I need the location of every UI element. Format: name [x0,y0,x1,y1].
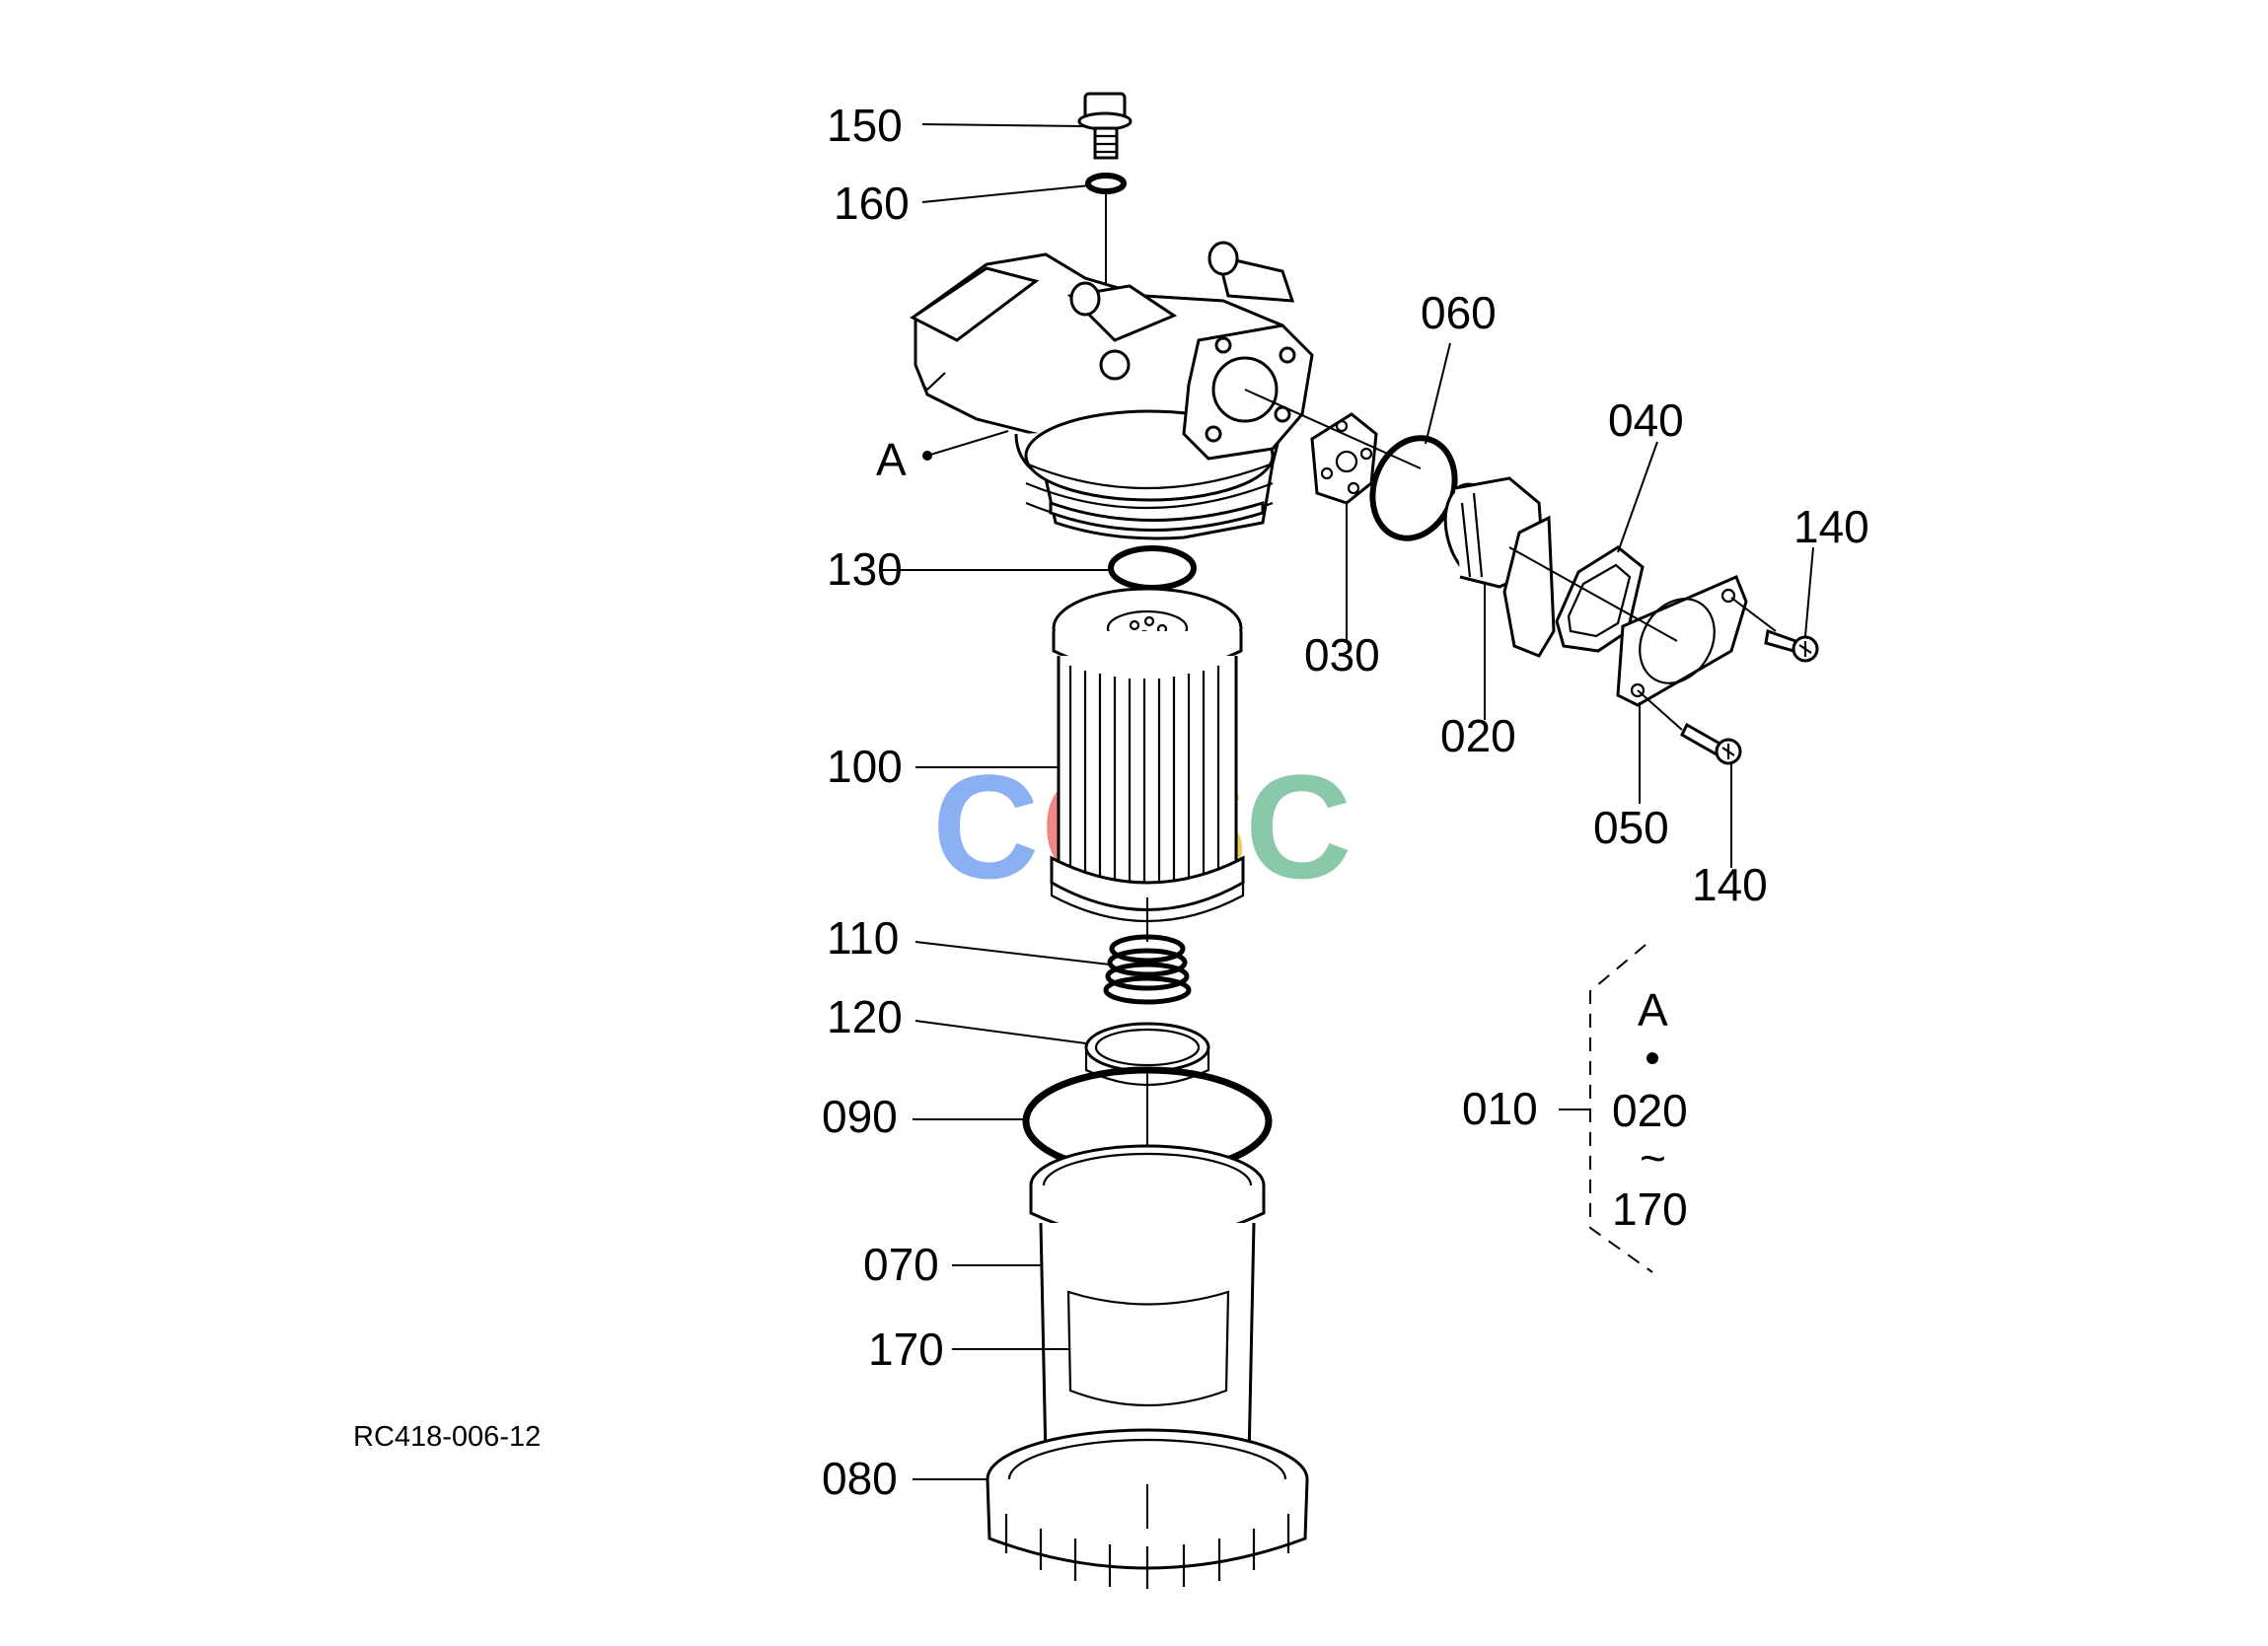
part-100-filter-element [1050,587,1245,922]
assembly-dot [1646,1052,1658,1064]
label-030: 030 [1304,629,1380,680]
label-020: 020 [1440,710,1516,761]
leader-lines [883,123,1814,1480]
watermark-letter-4: C [1245,744,1352,909]
assembly-from: 020 [1612,1085,1688,1136]
part-070-bowl [1029,1144,1266,1481]
assembly-part-number: 010 [1462,1083,1538,1134]
label-A: A [876,434,907,485]
label-110: 110 [827,912,899,964]
label-060: 060 [1421,287,1497,338]
part-140-screw-lower [1680,722,1742,765]
label-070: 070 [863,1239,939,1290]
part-A-filter-head [910,241,1314,540]
label-040: 040 [1608,394,1684,446]
assembly-to: 170 [1612,1183,1688,1235]
part-020-cock-lever [1443,476,1556,658]
label-130: 130 [827,543,903,595]
part-labels: 150 160 A 130 100 110 120 090 070 170 08… [822,100,1869,1504]
label-160: 160 [834,178,910,229]
assembly-ref-A: A [1638,984,1668,1036]
diagram-code: RC418-006-12 [353,1421,541,1453]
part-110-spring [1103,934,1192,1005]
part-160-washer [1085,173,1127,194]
label-080: 080 [822,1453,898,1504]
part-030-plate [1310,412,1378,505]
label-150: 150 [827,100,903,151]
label-140-upper: 140 [1793,501,1869,552]
part-140-screw-upper [1764,628,1819,663]
assembly-callout: 010 A 020 ~ 170 [1462,944,1688,1273]
label-140-lower: 140 [1692,859,1768,910]
watermark-letter-1: C [932,744,1039,909]
axis-lines [1146,389,1777,942]
part-170-label-sticker [1066,1290,1230,1407]
label-100: 100 [827,741,903,792]
part-040-gasket [1555,545,1645,653]
label-170: 170 [868,1324,944,1375]
assembly-range-symbol: ~ [1640,1132,1666,1183]
label-050: 050 [1593,802,1669,853]
label-120: 120 [827,991,903,1042]
part-080-ring-nut [986,1428,1309,1589]
part-150-drain-plug [1077,92,1133,160]
label-090: 090 [822,1091,898,1142]
part-130-o-ring [1108,545,1197,591]
